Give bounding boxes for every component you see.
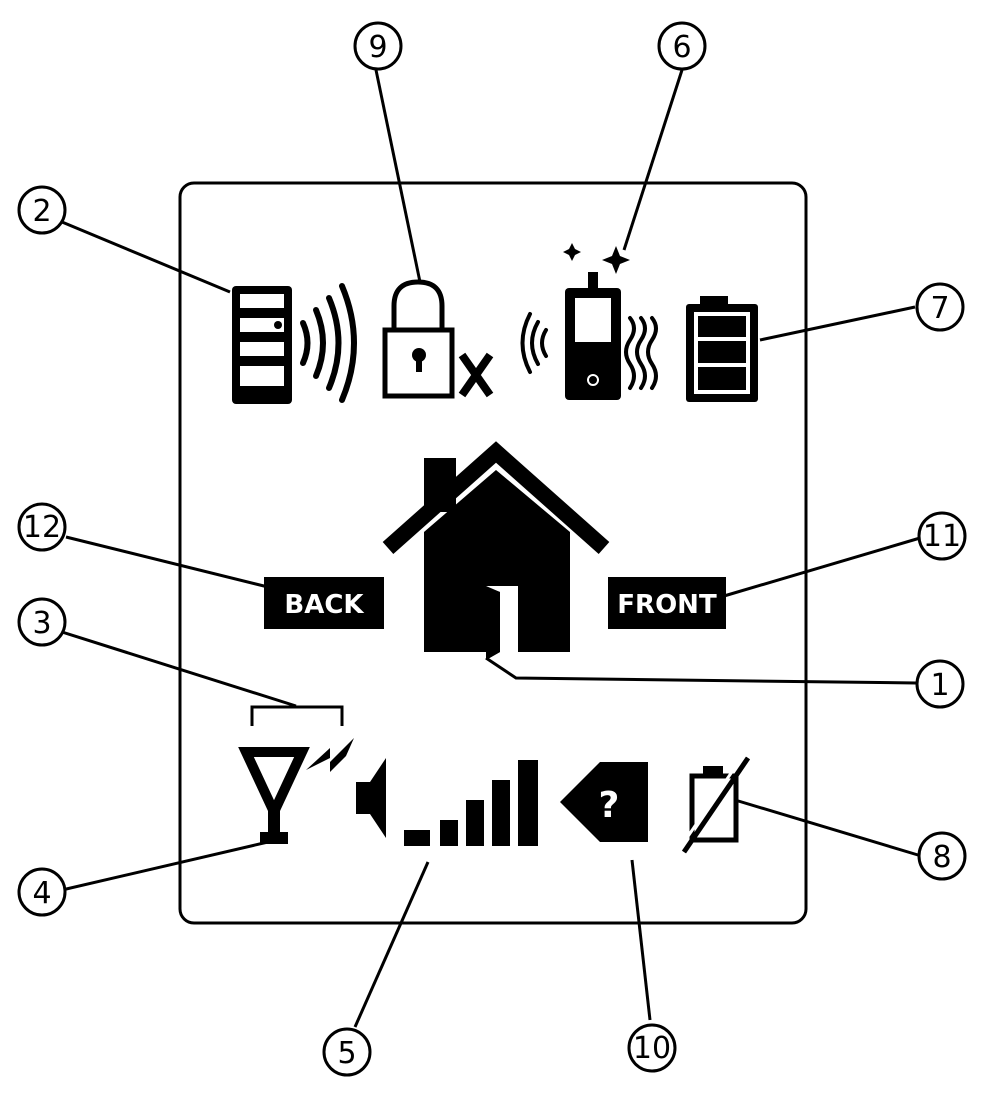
- callout-4-label: 4: [32, 876, 51, 911]
- callout-10: 10: [627, 1023, 677, 1073]
- callout-6: 6: [657, 21, 707, 71]
- bar-1: [404, 830, 430, 846]
- house-door-icon: [382, 441, 610, 660]
- callout-4: 4: [17, 867, 67, 917]
- leader-7: [759, 305, 916, 342]
- callout-3: 3: [17, 597, 67, 647]
- callout-12: 12: [17, 502, 67, 552]
- callout-2-label: 2: [32, 194, 51, 229]
- callout-12-label: 12: [23, 510, 61, 545]
- callouts: 2 9 6 7 12 11 3 1: [17, 21, 967, 1077]
- leader-10: [630, 859, 652, 1021]
- leader-9: [374, 69, 422, 283]
- leader-3: [61, 630, 297, 708]
- sparkle-large: [602, 246, 630, 274]
- battery-low-icon: [678, 756, 751, 854]
- leader-lines: [61, 69, 921, 1028]
- leader-2: [61, 220, 231, 294]
- bar-4: [492, 780, 510, 846]
- bar-5: [518, 760, 538, 846]
- callout-7-label: 7: [930, 291, 949, 326]
- back-tag: BACK: [264, 577, 384, 629]
- callout-10-label: 10: [633, 1031, 671, 1066]
- callout-11-label: 11: [923, 519, 961, 554]
- callout-8: 8: [917, 831, 967, 881]
- remote-keyfob-vibrate-icon: [520, 243, 658, 400]
- callout-11: 11: [917, 511, 967, 561]
- signal-strength-bars-icon: [356, 758, 538, 846]
- callout-3-label: 3: [32, 606, 51, 641]
- callout-9-label: 9: [368, 30, 387, 65]
- callout-5-label: 5: [337, 1036, 356, 1071]
- callout-1: 1: [915, 659, 965, 709]
- speaker-icon: [356, 758, 386, 838]
- callout-2: 2: [17, 185, 67, 235]
- callout-6-label: 6: [672, 30, 691, 65]
- leader-1: [485, 656, 917, 685]
- lcd-frame: [178, 181, 808, 925]
- front-label: FRONT: [617, 590, 717, 620]
- leader-5: [353, 861, 430, 1028]
- callout-7: 7: [915, 282, 965, 332]
- svg-text:?: ?: [599, 785, 620, 826]
- callout-9: 9: [353, 21, 403, 71]
- callout-5: 5: [322, 1027, 372, 1077]
- leader-12: [65, 535, 269, 589]
- bar-3: [466, 800, 484, 846]
- bar-2: [440, 820, 458, 846]
- lightning-bolt: [306, 738, 354, 772]
- leader-11: [723, 536, 921, 598]
- callout-1-label: 1: [930, 668, 949, 703]
- battery-full-icon: [686, 296, 758, 402]
- sparkle-small: [563, 243, 581, 261]
- callout-8-label: 8: [932, 840, 951, 875]
- back-label: BACK: [284, 590, 364, 620]
- antenna-signal-icon: [238, 738, 354, 844]
- group-bracket: [250, 705, 344, 726]
- lock-x-icon: [382, 279, 494, 399]
- base-station-signal-icon: [232, 283, 357, 404]
- front-tag: FRONT: [608, 577, 726, 629]
- leader-8: [734, 798, 919, 857]
- unknown-zone-icon: ?: [560, 762, 648, 842]
- leader-6: [622, 69, 684, 251]
- leader-4: [61, 840, 269, 892]
